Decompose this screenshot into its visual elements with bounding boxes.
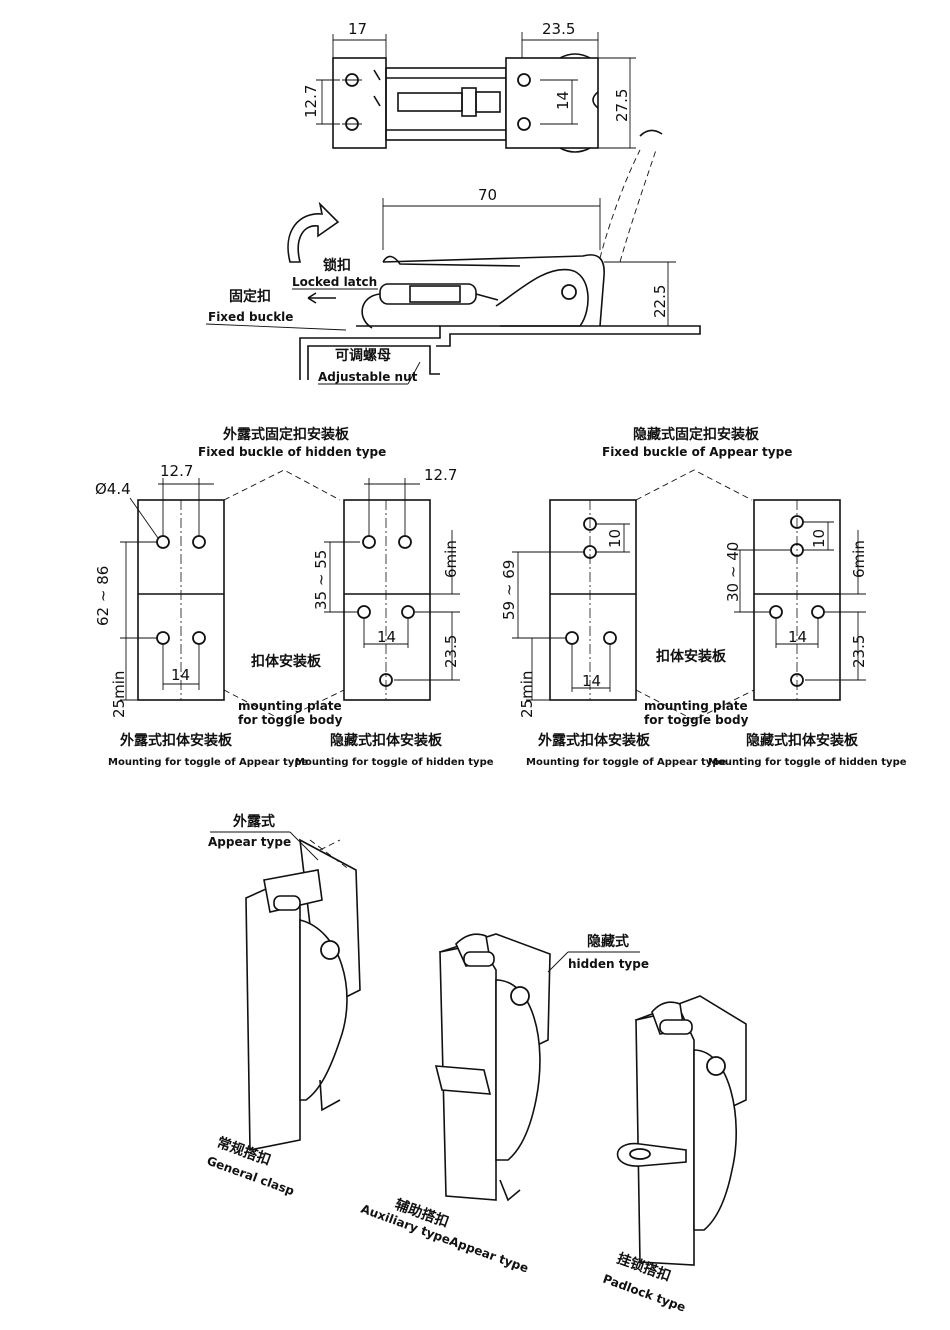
right-group-title-cn: 隐藏式固定扣安装板 <box>633 426 760 443</box>
mount-label-en1-right: mounting plate <box>644 699 748 713</box>
cap3-cn: 外露式扣体安装板 <box>538 732 651 749</box>
appear-type-en: Appear type <box>208 835 291 849</box>
p3-min: 25min <box>518 671 536 718</box>
p4-range: 30 ~ 40 <box>724 542 742 602</box>
p1-bottom: 14 <box>171 666 190 684</box>
p4-bottom-v: 23.5 <box>850 635 868 668</box>
cap4-cn: 隐藏式扣体安装板 <box>746 732 859 749</box>
padlock-clasp-illustration <box>616 995 747 1266</box>
padlock-clasp-en: Padlock type <box>601 1272 688 1315</box>
appear-type-cn: 外露式 <box>233 813 275 830</box>
dim-length: 70 <box>478 186 497 204</box>
cap2-cn: 隐藏式扣体安装板 <box>330 732 443 749</box>
dim-left-width: 17 <box>348 20 367 38</box>
p2-top: 12.7 <box>424 466 457 484</box>
mounting-plates: 外露式固定扣安装板 Fixed buckle of hidden type 隐藏… <box>94 426 907 768</box>
p4-min: 6min <box>850 540 868 578</box>
p1-min: 25min <box>110 671 128 718</box>
top-right-hole-1 <box>517 73 531 87</box>
p1-dia: Ø4.4 <box>95 480 131 498</box>
p2-range: 35 ~ 55 <box>312 550 330 610</box>
plate-2 <box>343 499 431 701</box>
mount-label-en1-left: mounting plate <box>238 699 342 713</box>
rotate-arrow-icon <box>287 201 340 263</box>
mount-label-en2-left: for toggle body <box>238 713 343 727</box>
p3-bottom: 14 <box>582 672 601 690</box>
hidden-type-cn: 隐藏式 <box>587 933 629 950</box>
p2-bottom: 14 <box>377 628 396 646</box>
dim-height: 22.5 <box>651 285 669 318</box>
cap1-en: Mounting for toggle of Appear type <box>108 757 308 768</box>
p3-range: 59 ~ 69 <box>500 560 518 620</box>
plate-3 <box>549 499 637 701</box>
general-clasp-illustration <box>245 838 361 1151</box>
p3-top: 10 <box>606 529 624 548</box>
p2-min: 6min <box>442 540 460 578</box>
p2-bottom-v: 23.5 <box>442 635 460 668</box>
mount-label-cn-left: 扣体安装板 <box>251 653 322 670</box>
cap4-en: Mounting for toggle of hidden type <box>708 757 907 768</box>
dim-right-holes: 14 <box>554 91 572 110</box>
fixed-buckle-cn: 固定扣 <box>229 288 271 305</box>
cap2-en: Mounting for toggle of hidden type <box>295 757 494 768</box>
products: 外露式 Appear type 隐藏式 hidden type 常规搭扣 Gen… <box>205 813 747 1315</box>
hidden-type-en: hidden type <box>568 957 649 971</box>
top-right-plate <box>505 57 599 149</box>
mount-label-en2-right: for toggle body <box>644 713 749 727</box>
top-view: 17 23.5 12.7 14 27.5 <box>302 20 636 153</box>
top-left-plate <box>332 57 387 149</box>
auxiliary-clasp-illustration <box>434 933 551 1202</box>
adjustable-nut-cn: 可调螺母 <box>335 347 391 364</box>
p1-range: 62 ~ 86 <box>94 566 112 626</box>
top-right-hole-2 <box>517 117 531 131</box>
p1-top: 12.7 <box>160 462 193 480</box>
locked-latch-en: Locked latch <box>292 275 377 289</box>
locked-latch-cn: 锁扣 <box>323 257 351 274</box>
side-view: 70 22.5 锁扣 Locked latch 固定扣 Fixed buckle… <box>205 129 701 385</box>
cap1-cn: 外露式扣体安装板 <box>120 732 233 749</box>
dim-right-width: 23.5 <box>542 20 575 38</box>
right-group-title-en: Fixed buckle of Appear type <box>602 445 792 459</box>
pivot-hole <box>561 284 577 300</box>
left-group-title-cn: 外露式固定扣安装板 <box>223 426 350 443</box>
left-group-title-en: Fixed buckle of hidden type <box>198 445 386 459</box>
adjustable-nut-en: Adjustable nut <box>318 370 418 384</box>
cap3-en: Mounting for toggle of Appear type <box>526 757 726 768</box>
dim-right-height: 27.5 <box>613 89 631 122</box>
fixed-buckle-en: Fixed buckle <box>208 310 293 324</box>
p4-top: 10 <box>810 529 828 548</box>
dim-left-holes: 12.7 <box>302 85 320 118</box>
mount-label-cn-right: 扣体安装板 <box>656 648 727 665</box>
p4-bottom: 14 <box>788 628 807 646</box>
